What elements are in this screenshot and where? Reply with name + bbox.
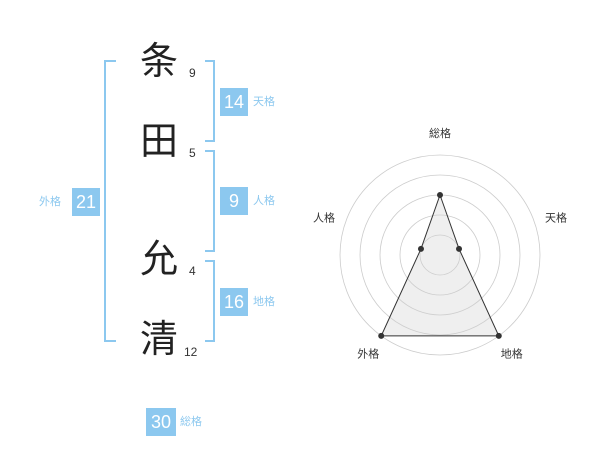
stroke-count-1: 9 <box>189 66 196 80</box>
gaikaku-value: 21 <box>72 188 100 216</box>
stroke-count-4: 12 <box>184 345 198 359</box>
soukaku-value: 30 <box>146 408 176 436</box>
stroke-count-3: 4 <box>189 264 196 278</box>
name-char-4: 清 <box>139 317 178 361</box>
radar-grid-ring <box>339 154 541 356</box>
radar-point-2 <box>456 245 463 252</box>
radar-point-4 <box>378 332 385 339</box>
gaikaku-bracket <box>104 60 116 342</box>
radar-axis-label-1: 総格 <box>429 126 451 140</box>
gaikaku-label: 外格 <box>39 195 61 208</box>
tenkaku-bracket <box>205 60 215 142</box>
radar-grid-ring <box>399 214 481 296</box>
jinkaku-value: 9 <box>220 187 248 215</box>
radar-axis-label-3: 地格 <box>501 347 523 361</box>
name-char-1: 条 <box>139 39 178 83</box>
radar-point-5 <box>417 245 424 252</box>
name-char-3: 允 <box>139 237 178 281</box>
stroke-count-2: 5 <box>189 146 196 160</box>
radar-polygon <box>380 193 500 337</box>
radar-axis-label-5: 人格 <box>313 210 335 224</box>
chikaku-label: 地格 <box>253 295 275 308</box>
chikaku-bracket <box>205 260 215 342</box>
soukaku-label: 総格 <box>180 415 202 428</box>
radar-point-3 <box>495 332 502 339</box>
radar-grid-ring <box>419 234 461 276</box>
tenkaku-value: 14 <box>220 88 248 116</box>
jinkaku-label: 人格 <box>253 194 275 207</box>
jinkaku-bracket <box>205 150 215 252</box>
name-char-2: 田 <box>139 119 178 163</box>
radar-axis-label-4: 外格 <box>357 347 379 361</box>
radar-point-1 <box>437 192 443 198</box>
radar-axis-label-2: 天格 <box>545 210 567 224</box>
tenkaku-label: 天格 <box>253 95 275 108</box>
chikaku-value: 16 <box>220 288 248 316</box>
radar-grid-ring <box>359 174 521 336</box>
